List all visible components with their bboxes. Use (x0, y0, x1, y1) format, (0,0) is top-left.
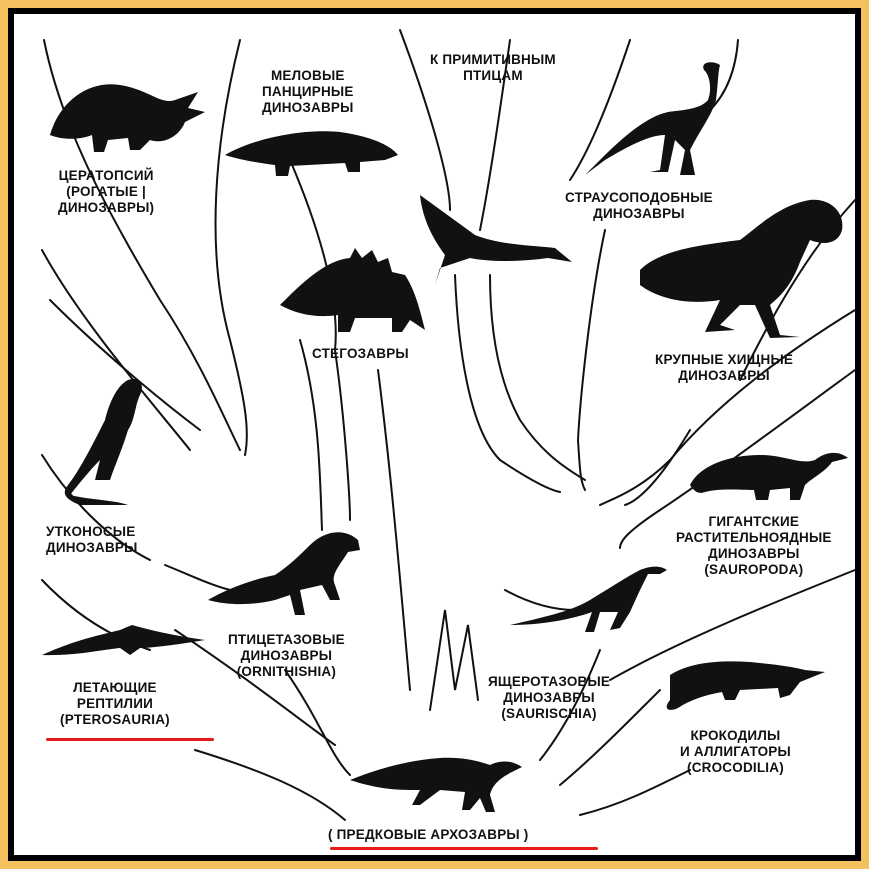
hypsilophodon-silhouette (208, 532, 360, 615)
branch-line (285, 670, 350, 775)
label-ceratopsia: ЦЕРАТОПСИЙ(РОГАТЫЕ |ДИНОЗАВРЫ) (58, 168, 154, 216)
branch-line (216, 40, 247, 455)
branch-line (570, 40, 630, 180)
trunk-line (490, 275, 585, 480)
branch-line (165, 565, 230, 590)
archosaur-silhouette (350, 758, 522, 812)
branch-line (378, 370, 410, 690)
ankylosaur-silhouette (225, 131, 398, 176)
pterosauria-highlight-underline (46, 738, 214, 741)
label-ancestral-archosaurs: ( ПРЕДКОВЫЕ АРХОЗАВРЫ ) (328, 827, 528, 843)
triceratops-silhouette (50, 84, 205, 152)
branch-line (578, 230, 605, 490)
brachiosaur-silhouette (690, 453, 848, 500)
pterosaur-silhouette (42, 625, 205, 655)
ostrich-dinosaur-silhouette (585, 62, 720, 175)
hadrosaur-silhouette (65, 379, 142, 505)
small-theropod-silhouette (510, 567, 667, 632)
label-stegosaurs: СТЕГОЗАВРЫ (312, 346, 409, 362)
trunk-line (455, 275, 560, 492)
branch-line (625, 430, 690, 505)
pteranodon-silhouette (420, 195, 572, 285)
branch-line (580, 770, 690, 815)
archosaurs-highlight-underline (330, 847, 598, 850)
stegosaurus-silhouette (280, 248, 425, 332)
branch-line (195, 750, 345, 820)
trunk-roots (430, 610, 478, 710)
branch-line (300, 340, 322, 530)
crocodile-silhouette (667, 661, 825, 710)
